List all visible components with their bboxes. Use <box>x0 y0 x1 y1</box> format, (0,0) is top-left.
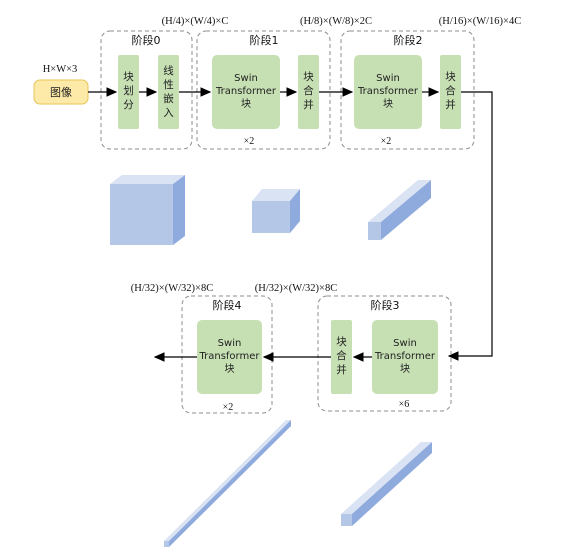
stage4-swin-block <box>197 320 262 394</box>
linear-embed-char-3: 嵌 <box>163 93 174 105</box>
stage1-output-dims: (H/8)×(W/8)×2C <box>300 16 372 27</box>
feature-slab-stage3 <box>341 442 432 526</box>
stage4-swin-line-3: 块 <box>225 363 235 375</box>
patch-split-char-2: 划 <box>123 84 134 97</box>
input-dims-label: H×W×3 <box>43 64 78 75</box>
stage3-swin-line-2: Transformer <box>374 351 436 362</box>
stage1-repeat-count: ×2 <box>244 136 255 147</box>
stage1-merge-char-2: 合 <box>303 84 314 97</box>
stage1-merge-char-1: 块 <box>303 71 314 83</box>
stage2-repeat-count: ×2 <box>381 136 392 147</box>
stage3-swin-line-1: Swin <box>393 338 417 349</box>
patch-split-block <box>118 55 139 129</box>
stage2-merge-char-2: 合 <box>445 84 456 97</box>
feature-slab-stage4 <box>164 420 291 547</box>
stage3-merge-char-3: 并 <box>336 363 347 376</box>
stage3-merge-char-1: 块 <box>336 336 347 348</box>
stage3-repeat-count: ×6 <box>399 399 410 410</box>
stage1-swin-line-3: 块 <box>241 98 251 110</box>
stage4-swin-line-2: Transformer <box>198 351 260 362</box>
stage3-output-dims: (H/32)×(W/32)×8C <box>255 283 337 294</box>
linear-embedding-block <box>158 55 179 129</box>
stage4-title: 阶段4 <box>213 298 242 312</box>
stage2-swin-block <box>354 55 422 129</box>
stage2-swin-line-2: Transformer <box>357 86 419 97</box>
stage3-swin-line-3: 块 <box>400 363 410 375</box>
feature-cube-stage0 <box>110 175 185 245</box>
stage3-swin-block <box>372 320 438 394</box>
stage2-merge-char-3: 并 <box>445 98 456 111</box>
stage4-repeat-count: ×2 <box>223 402 234 413</box>
patch-split-char-3: 分 <box>123 99 134 111</box>
stage3-patch-merge-block <box>331 320 352 394</box>
linear-embed-char-4: 入 <box>163 107 174 119</box>
stage2-swin-line-3: 块 <box>383 98 393 110</box>
stage2-swin-line-1: Swin <box>376 73 400 84</box>
stage2-patch-merge-block <box>440 55 461 129</box>
arrow-stage2-to-stage3 <box>447 91 493 361</box>
stage1-container <box>196 30 331 150</box>
stage1-swin-line-2: Transformer <box>215 86 277 97</box>
stage2-container <box>340 30 475 150</box>
stage3-title: 阶段3 <box>371 298 400 312</box>
stage1-swin-block <box>212 55 280 129</box>
feature-cube-stage1 <box>252 189 300 233</box>
stage0-container <box>100 30 193 150</box>
stage1-title: 阶段1 <box>250 33 279 47</box>
stage3-merge-char-2: 合 <box>336 349 347 362</box>
stage2-merge-char-1: 块 <box>445 71 456 83</box>
input-image-label: 图像 <box>50 86 72 99</box>
stage0-output-dims: (H/4)×(W/4)×C <box>162 16 229 27</box>
stage2-output-dims: (H/16)×(W/16)×4C <box>439 16 521 27</box>
feature-cube-stage2 <box>368 180 431 240</box>
stage0-title: 阶段0 <box>132 33 161 47</box>
stage1-merge-char-3: 并 <box>303 98 314 111</box>
stage1-patch-merge-block <box>298 55 319 129</box>
stage1-swin-line-1: Swin <box>234 73 258 84</box>
patch-split-char-1: 块 <box>123 71 134 83</box>
stage4-output-dims: (H/32)×(W/32)×8C <box>131 283 213 294</box>
stage3-container <box>317 295 452 412</box>
linear-embed-char-2: 性 <box>163 78 174 91</box>
input-image-box: 图像 <box>33 79 89 105</box>
linear-embed-char-1: 线 <box>163 64 174 77</box>
stage4-swin-line-1: Swin <box>218 338 242 349</box>
stage2-title: 阶段2 <box>394 33 423 47</box>
